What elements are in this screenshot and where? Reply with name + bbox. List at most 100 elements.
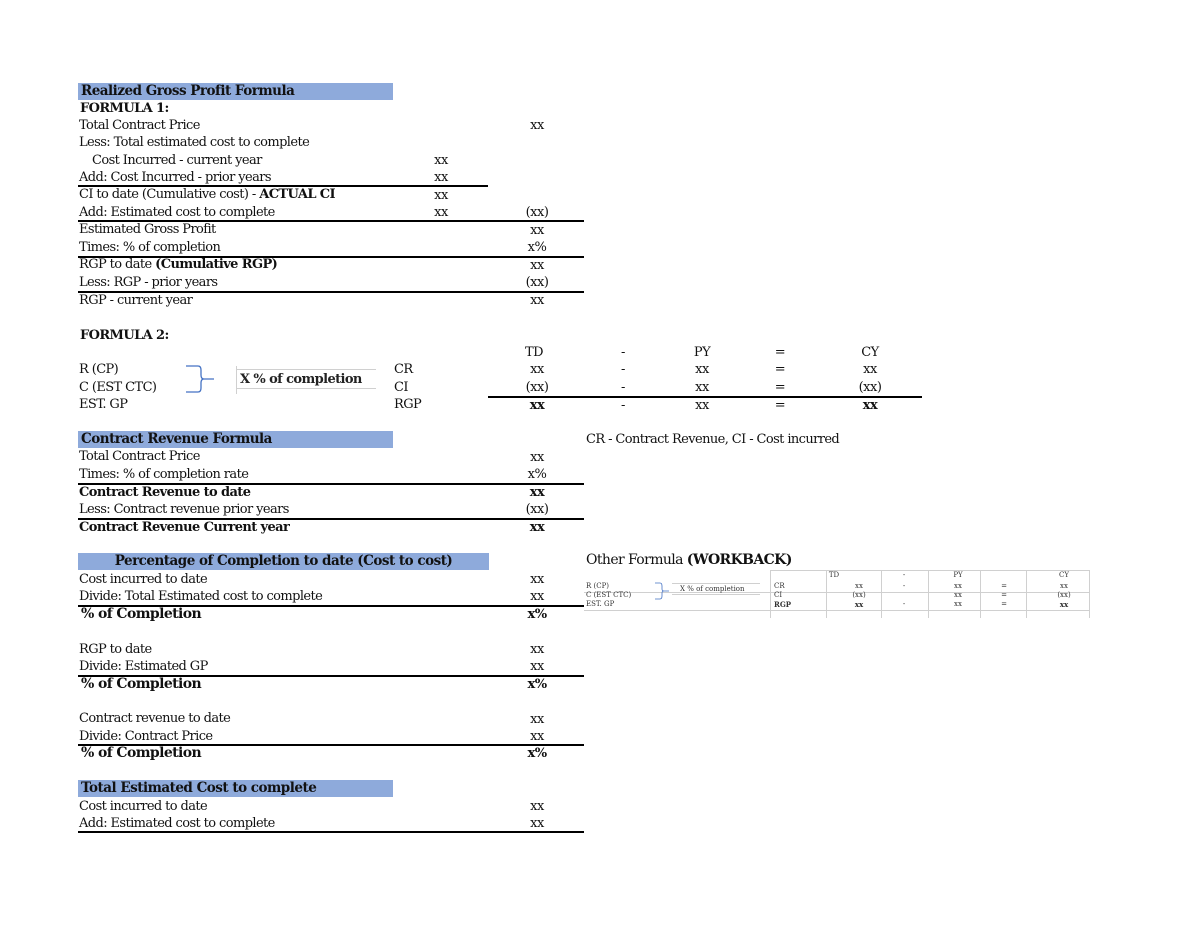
f2-left-row: C (EST CTC) [79, 380, 157, 395]
poc-row-label: Divide: Total Estimated cost to complete [79, 589, 323, 604]
cr-row-value: xx [530, 450, 544, 465]
poc-row-value: xx [530, 572, 544, 587]
f2-cell: xx [695, 362, 709, 377]
rgp-row-label: Less: RGP - prior years [79, 275, 218, 290]
poc-row-label: Divide: Estimated GP [79, 659, 208, 674]
poc-row-label: Cost incurred to date [79, 572, 208, 587]
rgp-header: Realized Gross Profit Formula [78, 83, 393, 100]
poc-row-label: RGP to date [79, 642, 152, 657]
rgp-row-value: xx [434, 170, 448, 185]
f2-cell: = [774, 380, 786, 395]
poc-row-value: x% [527, 677, 547, 692]
rgp-row-value: xx [434, 153, 448, 168]
divider [78, 185, 488, 187]
tec-header: Total Estimated Cost to complete [78, 780, 393, 797]
f2-cell: xx [529, 398, 545, 413]
bracket-icon [186, 365, 214, 393]
cell-border [236, 388, 376, 389]
f2-cell: (xx) [525, 380, 549, 395]
rgp-row-label: Cost Incurred - current year [92, 153, 262, 168]
divider [78, 483, 584, 485]
f2-header-eq: = [774, 345, 786, 360]
formula1-label: FORMULA 1: [80, 101, 169, 116]
rgp-row-label: RGP - current year [79, 293, 193, 308]
rgp-row-value: xx [434, 205, 448, 220]
f2-cell: - [621, 398, 625, 413]
rgp-row-label: Add: Estimated cost to complete [79, 205, 275, 220]
abbreviation-legend: CR - Contract Revenue, CI - Cost incurre… [586, 432, 840, 447]
rgp-row-label: Times: % of completion [79, 240, 221, 255]
poc-row-label: Divide: Contract Price [79, 729, 213, 744]
f2-cell: (xx) [858, 380, 882, 395]
poc-row-label: % of Completion [81, 606, 202, 622]
f2-cell: = [774, 398, 786, 413]
poc-row-value: x% [527, 607, 547, 622]
rgp-row-value: xx [530, 293, 544, 308]
divider [78, 675, 584, 677]
tec-row-value: xx [530, 799, 544, 814]
poc-row-value: xx [530, 729, 544, 744]
f2-header-minus: - [621, 345, 625, 360]
cell-border [236, 369, 376, 370]
cr-row-value: xx [529, 485, 545, 500]
f2-mid-row: RGP [394, 397, 422, 412]
rgp-row-value: xx [530, 258, 544, 273]
cr-row-label: Less: Contract revenue prior years [79, 502, 289, 517]
tec-row-label: Cost incurred to date [79, 799, 208, 814]
f2-mid-row: CR [394, 362, 413, 377]
rgp-row-value: (xx) [525, 275, 549, 290]
rgp-row-label: Less: Total estimated cost to complete [79, 135, 310, 150]
rgp-row-value: xx [434, 188, 448, 203]
poc-row-value: xx [530, 642, 544, 657]
f2-cell: - [621, 380, 625, 395]
rgp-row-value: (xx) [525, 205, 549, 220]
rgp-row-value: xx [530, 118, 544, 133]
f2-cell: = [774, 362, 786, 377]
cr-row-label: Contract Revenue to date [79, 485, 251, 500]
divider [78, 518, 584, 520]
rgp-row-value: xx [530, 223, 544, 238]
divider [78, 744, 584, 746]
workback-mini-table: TD - PY CY R (CP) C (EST CTC) EST. GP X … [584, 570, 1090, 618]
f2-cell: xx [862, 398, 878, 413]
multiplier-label: X % of completion [240, 372, 362, 387]
divider [488, 396, 922, 398]
rgp-row-label: Total Contract Price [79, 118, 200, 133]
tec-row-value: xx [530, 816, 544, 831]
f2-header-py: PY [693, 345, 711, 360]
f2-mid-row: CI [394, 380, 408, 395]
bracket-icon [655, 582, 669, 600]
divider [78, 831, 584, 833]
divider [78, 256, 584, 258]
poc-row-label: Contract revenue to date [79, 711, 231, 726]
rgp-row-label: Add: Cost Incurred - prior years [79, 170, 272, 185]
cr-row-label: Contract Revenue Current year [79, 520, 290, 535]
workback-title: Other Formula (WORKBACK) [586, 552, 792, 568]
poc-row-value: x% [527, 746, 547, 761]
poc-row-value: xx [530, 589, 544, 604]
formula2-label: FORMULA 2: [80, 328, 169, 343]
divider [78, 605, 584, 607]
f2-cell: xx [695, 380, 709, 395]
rgp-row-value: x% [527, 240, 547, 255]
cr-row-label: Total Contract Price [79, 449, 200, 464]
cr-row-label: Times: % of completion rate [79, 467, 249, 482]
divider [78, 220, 584, 222]
cr-row-value: xx [529, 520, 545, 535]
f2-left-row: EST. GP [79, 397, 128, 412]
cr-row-value: x% [527, 467, 547, 482]
f2-left-row: R (CP) [79, 362, 119, 377]
f2-cell: xx [863, 362, 877, 377]
f2-header-td: TD [524, 345, 544, 360]
f2-cell: - [621, 362, 625, 377]
poc-row-label: % of Completion [81, 676, 202, 692]
poc-row-value: xx [530, 659, 544, 674]
tec-row-label: Add: Estimated cost to complete [79, 816, 275, 831]
cr-row-value: (xx) [525, 502, 549, 517]
rgp-row-label: RGP to date (Cumulative RGP) [79, 257, 278, 272]
rgp-row-label: CI to date (Cumulative cost) - ACTUAL CI [79, 187, 336, 202]
f2-cell: xx [530, 362, 544, 377]
divider [78, 291, 584, 293]
cell-border [236, 366, 237, 394]
f2-cell: xx [695, 398, 709, 413]
